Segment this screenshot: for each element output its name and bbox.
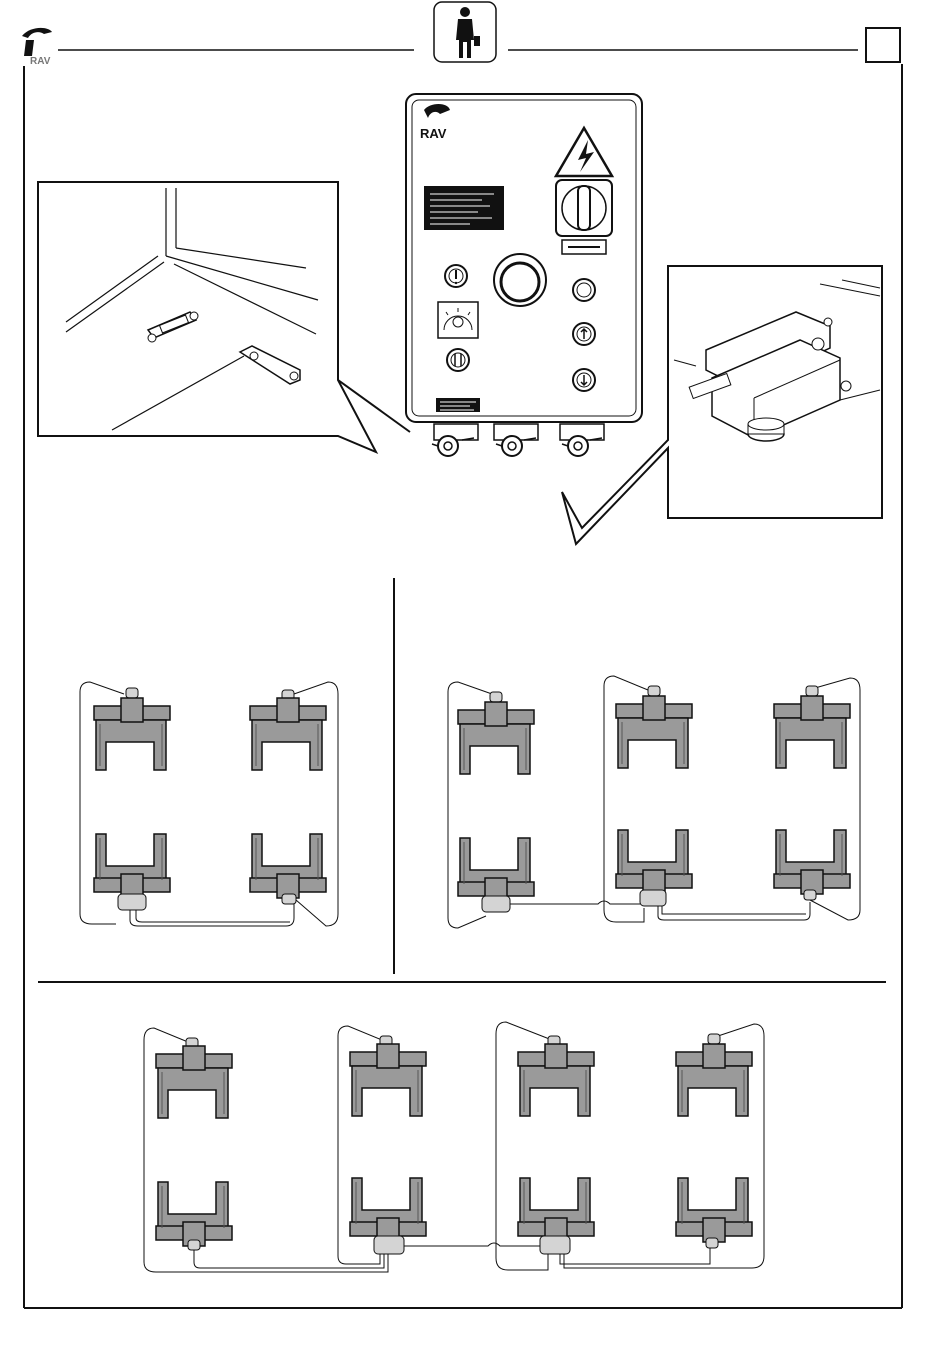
lift-selector-dial-icon[interactable] <box>438 302 478 338</box>
rav-logo-icon: RAV <box>22 28 52 67</box>
column-bottom <box>250 834 326 898</box>
column-bottom <box>156 1182 232 1246</box>
column-top <box>774 696 850 768</box>
warning-indicator-icon[interactable] <box>445 265 467 287</box>
column-bottom <box>616 830 692 894</box>
column-top <box>676 1044 752 1116</box>
technician-person-icon <box>434 2 496 62</box>
lift-down-button-icon[interactable] <box>573 369 595 391</box>
wiring-config-2-post-pairs <box>80 682 338 926</box>
column-bottom <box>458 838 534 902</box>
up-down-button-icon[interactable] <box>447 349 469 371</box>
wiring-config-3-pairs <box>448 676 860 928</box>
floor-cable-connector-detail <box>38 182 410 452</box>
white-indicator-light-icon <box>573 279 595 301</box>
column-top <box>518 1044 594 1116</box>
column-top <box>616 696 692 768</box>
bottom-label <box>436 398 480 412</box>
output-connector-3 <box>560 424 604 456</box>
column-top <box>94 698 170 770</box>
column-bottom <box>350 1178 426 1242</box>
emergency-stop-button-icon[interactable] <box>494 254 546 306</box>
column-top <box>458 702 534 774</box>
column-top <box>250 698 326 770</box>
lift-up-button-icon[interactable] <box>573 323 595 345</box>
svg-text:RAV: RAV <box>30 56 51 67</box>
rotary-main-switch-icon[interactable] <box>556 180 612 254</box>
page-number-box <box>866 28 900 62</box>
column-top <box>350 1044 426 1116</box>
column-bottom <box>518 1178 594 1242</box>
column-bottom <box>94 834 170 898</box>
column-top <box>156 1046 232 1118</box>
wiring-config-4-pairs <box>144 1022 764 1272</box>
column-bottom <box>676 1178 752 1242</box>
svg-text:RAV: RAV <box>420 126 447 141</box>
control-box: RAV <box>406 94 642 456</box>
instruction-label <box>424 186 504 230</box>
output-connector-1 <box>432 424 478 456</box>
output-connector-2 <box>494 424 538 456</box>
column-bottom <box>774 830 850 894</box>
